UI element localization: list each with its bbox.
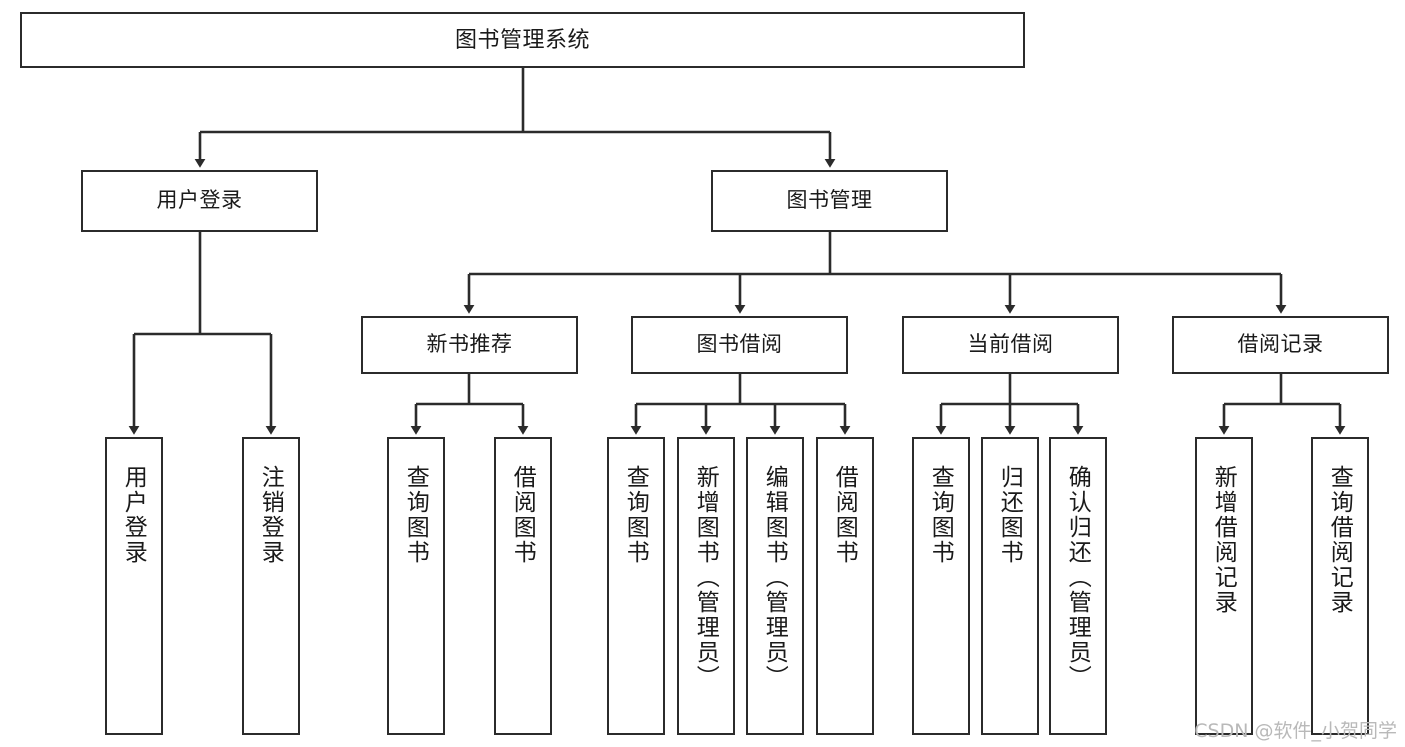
leaf-nb-query-book[interactable]: 查询图书 — [387, 437, 445, 735]
leaf-cb-return-book[interactable]: 归还图书 — [981, 437, 1039, 735]
node-borrow-record[interactable]: 借阅记录 — [1172, 316, 1389, 374]
leaf-cb-return-book-label: 归还图书 — [997, 465, 1024, 565]
node-new-book-recommend-label: 新书推荐 — [426, 332, 513, 356]
leaf-user-login[interactable]: 用户登录 — [105, 437, 163, 735]
node-root-label: 图书管理系统 — [454, 27, 590, 53]
leaf-logout-label: 注销登录 — [258, 465, 285, 565]
leaf-bb-edit-book-label: 编辑图书（管理员） — [762, 465, 789, 690]
node-book-manage[interactable]: 图书管理 — [711, 170, 948, 232]
node-new-book-recommend[interactable]: 新书推荐 — [361, 316, 578, 374]
leaf-cb-query-book-label: 查询图书 — [928, 465, 955, 565]
leaf-bb-edit-book[interactable]: 编辑图书（管理员） — [746, 437, 804, 735]
leaf-br-query-record[interactable]: 查询借阅记录 — [1311, 437, 1369, 735]
leaf-br-add-record-label: 新增借阅记录 — [1211, 465, 1238, 615]
leaf-bb-query-book[interactable]: 查询图书 — [607, 437, 665, 735]
leaf-user-login-label: 用户登录 — [121, 465, 148, 565]
node-borrow-record-label: 借阅记录 — [1237, 332, 1324, 356]
watermark: CSDN @软件_小贺同学 — [1194, 720, 1397, 742]
leaf-br-add-record[interactable]: 新增借阅记录 — [1195, 437, 1253, 735]
leaf-bb-borrow-book[interactable]: 借阅图书 — [816, 437, 874, 735]
leaf-logout[interactable]: 注销登录 — [242, 437, 300, 735]
leaf-cb-confirm-return-label: 确认归还（管理员） — [1065, 465, 1092, 690]
node-book-manage-label: 图书管理 — [786, 188, 873, 212]
leaf-nb-borrow-book[interactable]: 借阅图书 — [494, 437, 552, 735]
leaf-bb-borrow-book-label: 借阅图书 — [832, 465, 859, 565]
leaf-bb-add-book[interactable]: 新增图书（管理员） — [677, 437, 735, 735]
node-book-borrow[interactable]: 图书借阅 — [631, 316, 848, 374]
leaf-cb-query-book[interactable]: 查询图书 — [912, 437, 970, 735]
leaf-nb-borrow-book-label: 借阅图书 — [510, 465, 537, 565]
node-user-login-label: 用户登录 — [156, 188, 243, 212]
leaf-bb-query-book-label: 查询图书 — [623, 465, 650, 565]
leaf-bb-add-book-label: 新增图书（管理员） — [693, 465, 720, 690]
node-root[interactable]: 图书管理系统 — [20, 12, 1025, 68]
node-user-login[interactable]: 用户登录 — [81, 170, 318, 232]
node-book-borrow-label: 图书借阅 — [696, 332, 783, 356]
leaf-nb-query-book-label: 查询图书 — [403, 465, 430, 565]
node-current-borrow[interactable]: 当前借阅 — [902, 316, 1119, 374]
leaf-cb-confirm-return[interactable]: 确认归还（管理员） — [1049, 437, 1107, 735]
node-current-borrow-label: 当前借阅 — [967, 332, 1054, 356]
leaf-br-query-record-label: 查询借阅记录 — [1327, 465, 1354, 615]
